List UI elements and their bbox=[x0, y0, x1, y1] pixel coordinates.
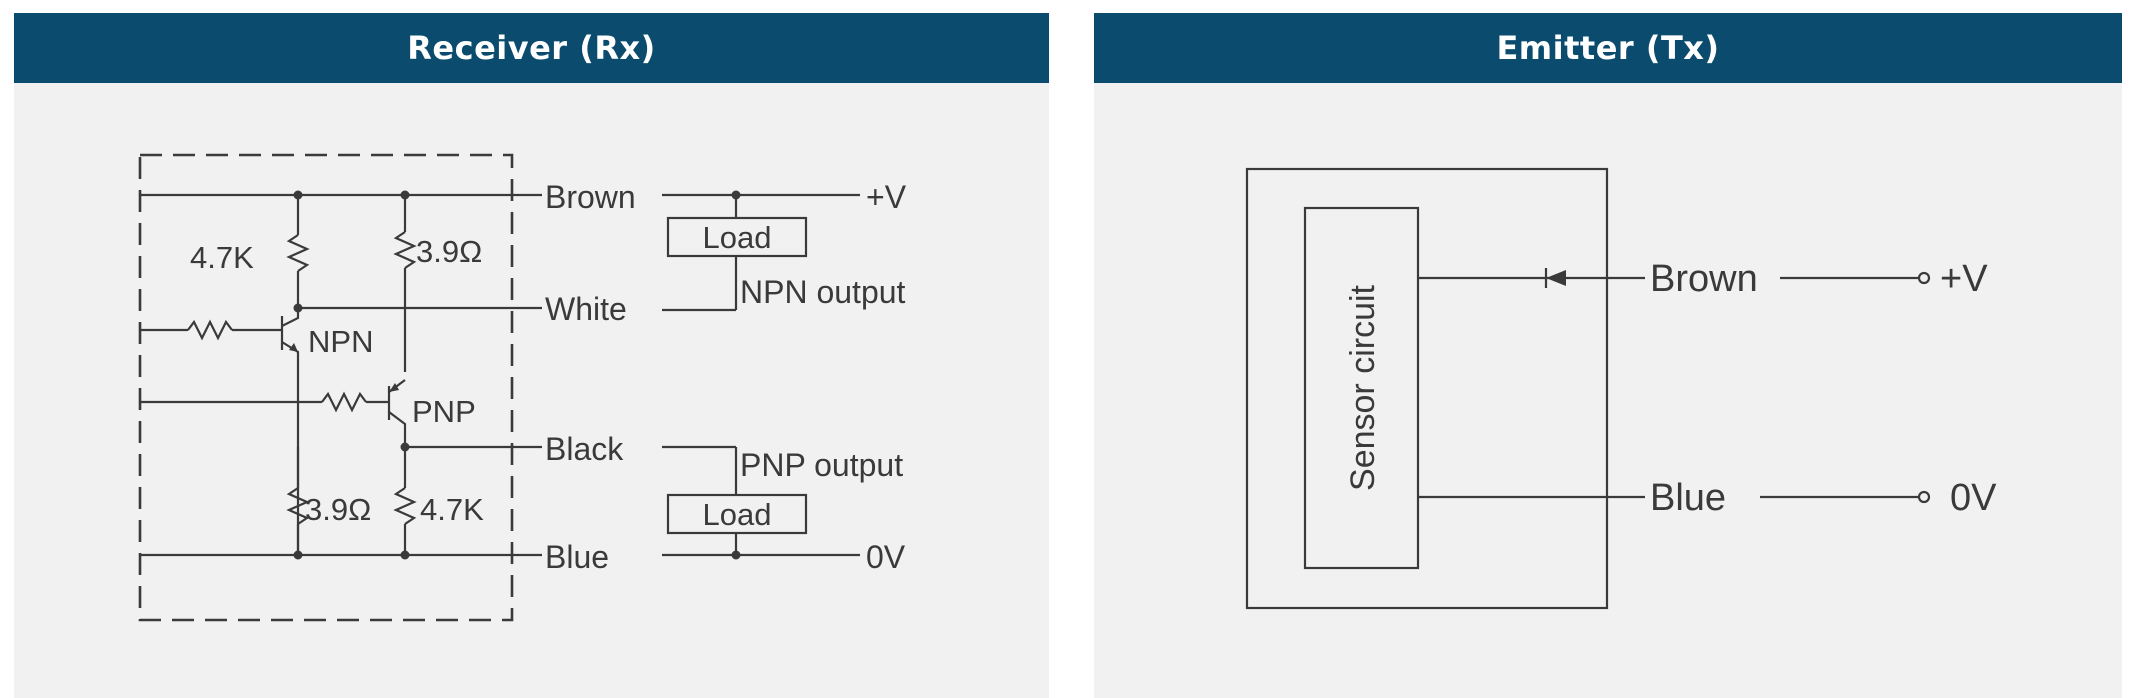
emitter-title: Emitter (Tx) bbox=[1094, 13, 2122, 83]
resistor-label-npn-base: 4.7K bbox=[190, 240, 254, 275]
resistor-label-pnp-base: 3.9Ω bbox=[305, 492, 371, 527]
emitter-supply-pos-label: +V bbox=[1940, 258, 1988, 300]
blue-rail bbox=[140, 550, 542, 560]
emitter-housing bbox=[1245, 167, 1609, 610]
wire-label-blue: Blue bbox=[545, 539, 609, 575]
external-load-wiring bbox=[662, 190, 860, 560]
resistor-label-pnp-collector: 4.7K bbox=[420, 492, 484, 527]
load-label-npn: Load bbox=[703, 220, 772, 255]
output-label-pnp: PNP output bbox=[740, 447, 903, 483]
supply-neg-label: 0V bbox=[866, 539, 906, 575]
resistor-label-npn-collector: 3.9Ω bbox=[416, 234, 482, 269]
sensor-circuit-label: Sensor circuit bbox=[1344, 284, 1382, 491]
emitter-wire-label-blue: Blue bbox=[1650, 477, 1726, 519]
sensor-housing-boundary bbox=[138, 153, 514, 622]
wire-label-white: White bbox=[545, 291, 627, 327]
output-label-npn: NPN output bbox=[740, 274, 906, 310]
emitter-brown-wire bbox=[1418, 268, 1931, 288]
transistor-label-npn: NPN bbox=[308, 324, 373, 359]
receiver-panel: Receiver (Rx) bbox=[14, 13, 1049, 698]
pnp-stage bbox=[140, 195, 542, 555]
supply-pos-label: +V bbox=[866, 179, 907, 215]
load-label-pnp: Load bbox=[703, 497, 772, 532]
emitter-supply-neg-label: 0V bbox=[1950, 477, 1997, 519]
transistor-label-pnp: PNP bbox=[412, 394, 476, 429]
npn-stage bbox=[140, 195, 542, 555]
brown-rail bbox=[140, 190, 542, 200]
wire-label-brown: Brown bbox=[545, 179, 636, 215]
emitter-blue-wire bbox=[1418, 490, 1931, 504]
receiver-title: Receiver (Rx) bbox=[14, 13, 1049, 83]
emitter-panel: Emitter (Tx) bbox=[1094, 13, 2122, 698]
wire-label-black: Black bbox=[545, 431, 624, 467]
sensor-circuit-block bbox=[1303, 206, 1420, 570]
emitter-wire-label-brown: Brown bbox=[1650, 258, 1758, 300]
